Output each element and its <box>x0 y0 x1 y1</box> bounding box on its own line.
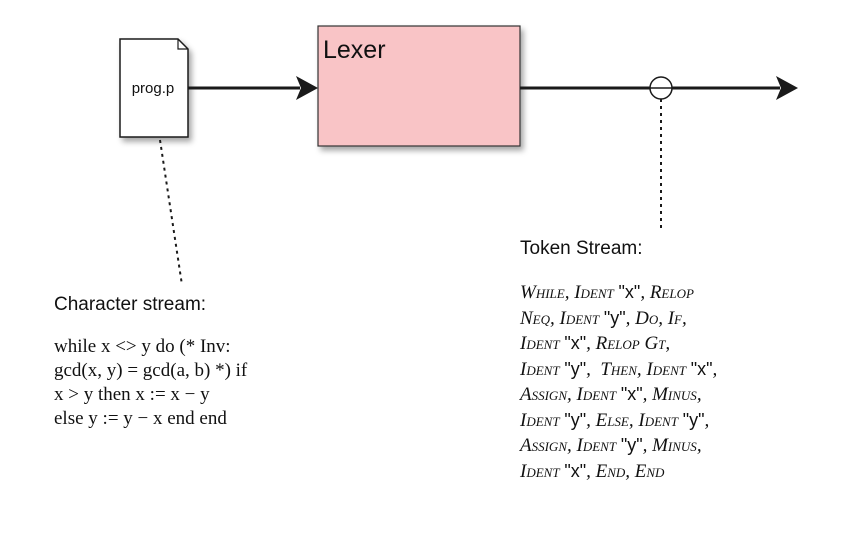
token-punctuation: , <box>682 307 687 329</box>
token-punctuation: , <box>564 282 575 303</box>
token-punctuation: , <box>586 333 596 354</box>
token-punctuation: , <box>550 307 560 329</box>
token-keyword: Ident <box>576 435 617 456</box>
token-keyword: Ident <box>520 460 560 482</box>
token-keyword: Ident <box>559 307 600 329</box>
token-string: "x" <box>620 384 643 404</box>
lexer-box <box>317 25 521 147</box>
token-string: "y" <box>564 358 587 379</box>
token-punctuation: , <box>665 333 671 354</box>
token-keyword: Ident <box>576 384 617 405</box>
token-keyword: Ident <box>520 409 560 431</box>
token-keyword: End <box>634 460 665 482</box>
character-stream-heading: Character stream: <box>54 294 207 315</box>
token-keyword: Relop <box>649 282 694 303</box>
token-string: "x" <box>564 460 587 481</box>
token-punctuation: , <box>625 460 635 482</box>
token-punctuation: , <box>567 384 577 405</box>
token-keyword: Do <box>635 307 659 329</box>
character-stream-leader-line <box>159 139 183 286</box>
token-keyword: While <box>520 282 565 303</box>
token-stream-line: Assign, Ident "x", Minus, <box>520 382 717 408</box>
token-keyword: Ident <box>646 358 686 380</box>
token-stream-line: While, Ident "x", Relop <box>520 280 717 306</box>
token-stream-heading: Token Stream: <box>520 238 643 259</box>
token-keyword: Then <box>600 358 637 380</box>
lexer-label: Lexer <box>323 36 386 64</box>
token-keyword: Else <box>595 409 629 431</box>
token-punctuation: , <box>636 358 647 380</box>
token-keyword: Assign <box>520 435 567 456</box>
token-stream-line: Ident "x", Relop Gt, <box>520 331 717 357</box>
file-document-icon <box>119 38 189 138</box>
file-to-lexer-arrowhead-icon <box>296 76 318 100</box>
token-keyword: Minus <box>652 384 697 405</box>
token-punctuation: , <box>704 409 710 431</box>
token-keyword: Ident <box>574 282 614 303</box>
token-string: "y" <box>564 409 587 430</box>
token-punctuation: , <box>712 358 718 380</box>
token-string: "y" <box>603 307 626 328</box>
character-stream-line: while x <> y do (* Inv: <box>54 336 231 357</box>
token-punctuation: , <box>586 358 601 380</box>
token-punctuation: , <box>658 307 668 329</box>
token-string: "x" <box>564 333 587 353</box>
file-name-label: prog.p <box>131 80 175 97</box>
token-stream-line: Neq, Ident "y", Do, If, <box>520 306 717 332</box>
file-fold-icon <box>177 39 188 50</box>
token-stream-line: Ident "y", Then, Ident "x", <box>520 357 717 383</box>
lexer-output-arrowhead-icon <box>776 76 798 100</box>
token-punctuation: , <box>586 460 596 482</box>
token-keyword: End <box>595 460 626 482</box>
token-punctuation: , <box>642 435 653 456</box>
token-string: "y" <box>620 435 643 455</box>
token-punctuation: , <box>625 307 636 329</box>
token-punctuation: , <box>696 435 702 456</box>
token-punctuation: , <box>586 409 596 431</box>
token-punctuation: , <box>642 384 653 405</box>
token-string: "y" <box>682 409 705 430</box>
character-stream-line: else y := y − x end end <box>54 408 227 429</box>
token-stream-line: Ident "x", End, End <box>520 459 717 485</box>
token-keyword: Neq <box>520 307 551 329</box>
character-stream-text: while x <> y do (* Inv: gcd(x, y) = gcd(… <box>54 335 247 431</box>
token-string: "x" <box>618 282 641 302</box>
token-stream-line: Assign, Ident "y", Minus, <box>520 433 717 459</box>
token-keyword: Ident <box>520 333 560 354</box>
token-stream-line: Ident "y", Else, Ident "y", <box>520 408 717 434</box>
token-punctuation: , <box>640 282 650 303</box>
token-keyword: If <box>667 307 682 329</box>
token-punctuation: , <box>696 384 702 405</box>
token-string: "x" <box>690 358 713 379</box>
token-keyword: Ident <box>638 409 678 431</box>
character-stream-line: gcd(x, y) = gcd(a, b) *) if <box>54 360 248 381</box>
token-keyword: Minus <box>652 435 697 456</box>
token-keyword: Ident <box>520 358 560 380</box>
token-punctuation: , <box>628 409 639 431</box>
character-stream-line: x > y then x := x − y <box>54 384 210 405</box>
token-punctuation: , <box>567 435 577 456</box>
token-keyword: Relop Gt <box>595 333 666 354</box>
token-keyword: Assign <box>520 384 567 405</box>
